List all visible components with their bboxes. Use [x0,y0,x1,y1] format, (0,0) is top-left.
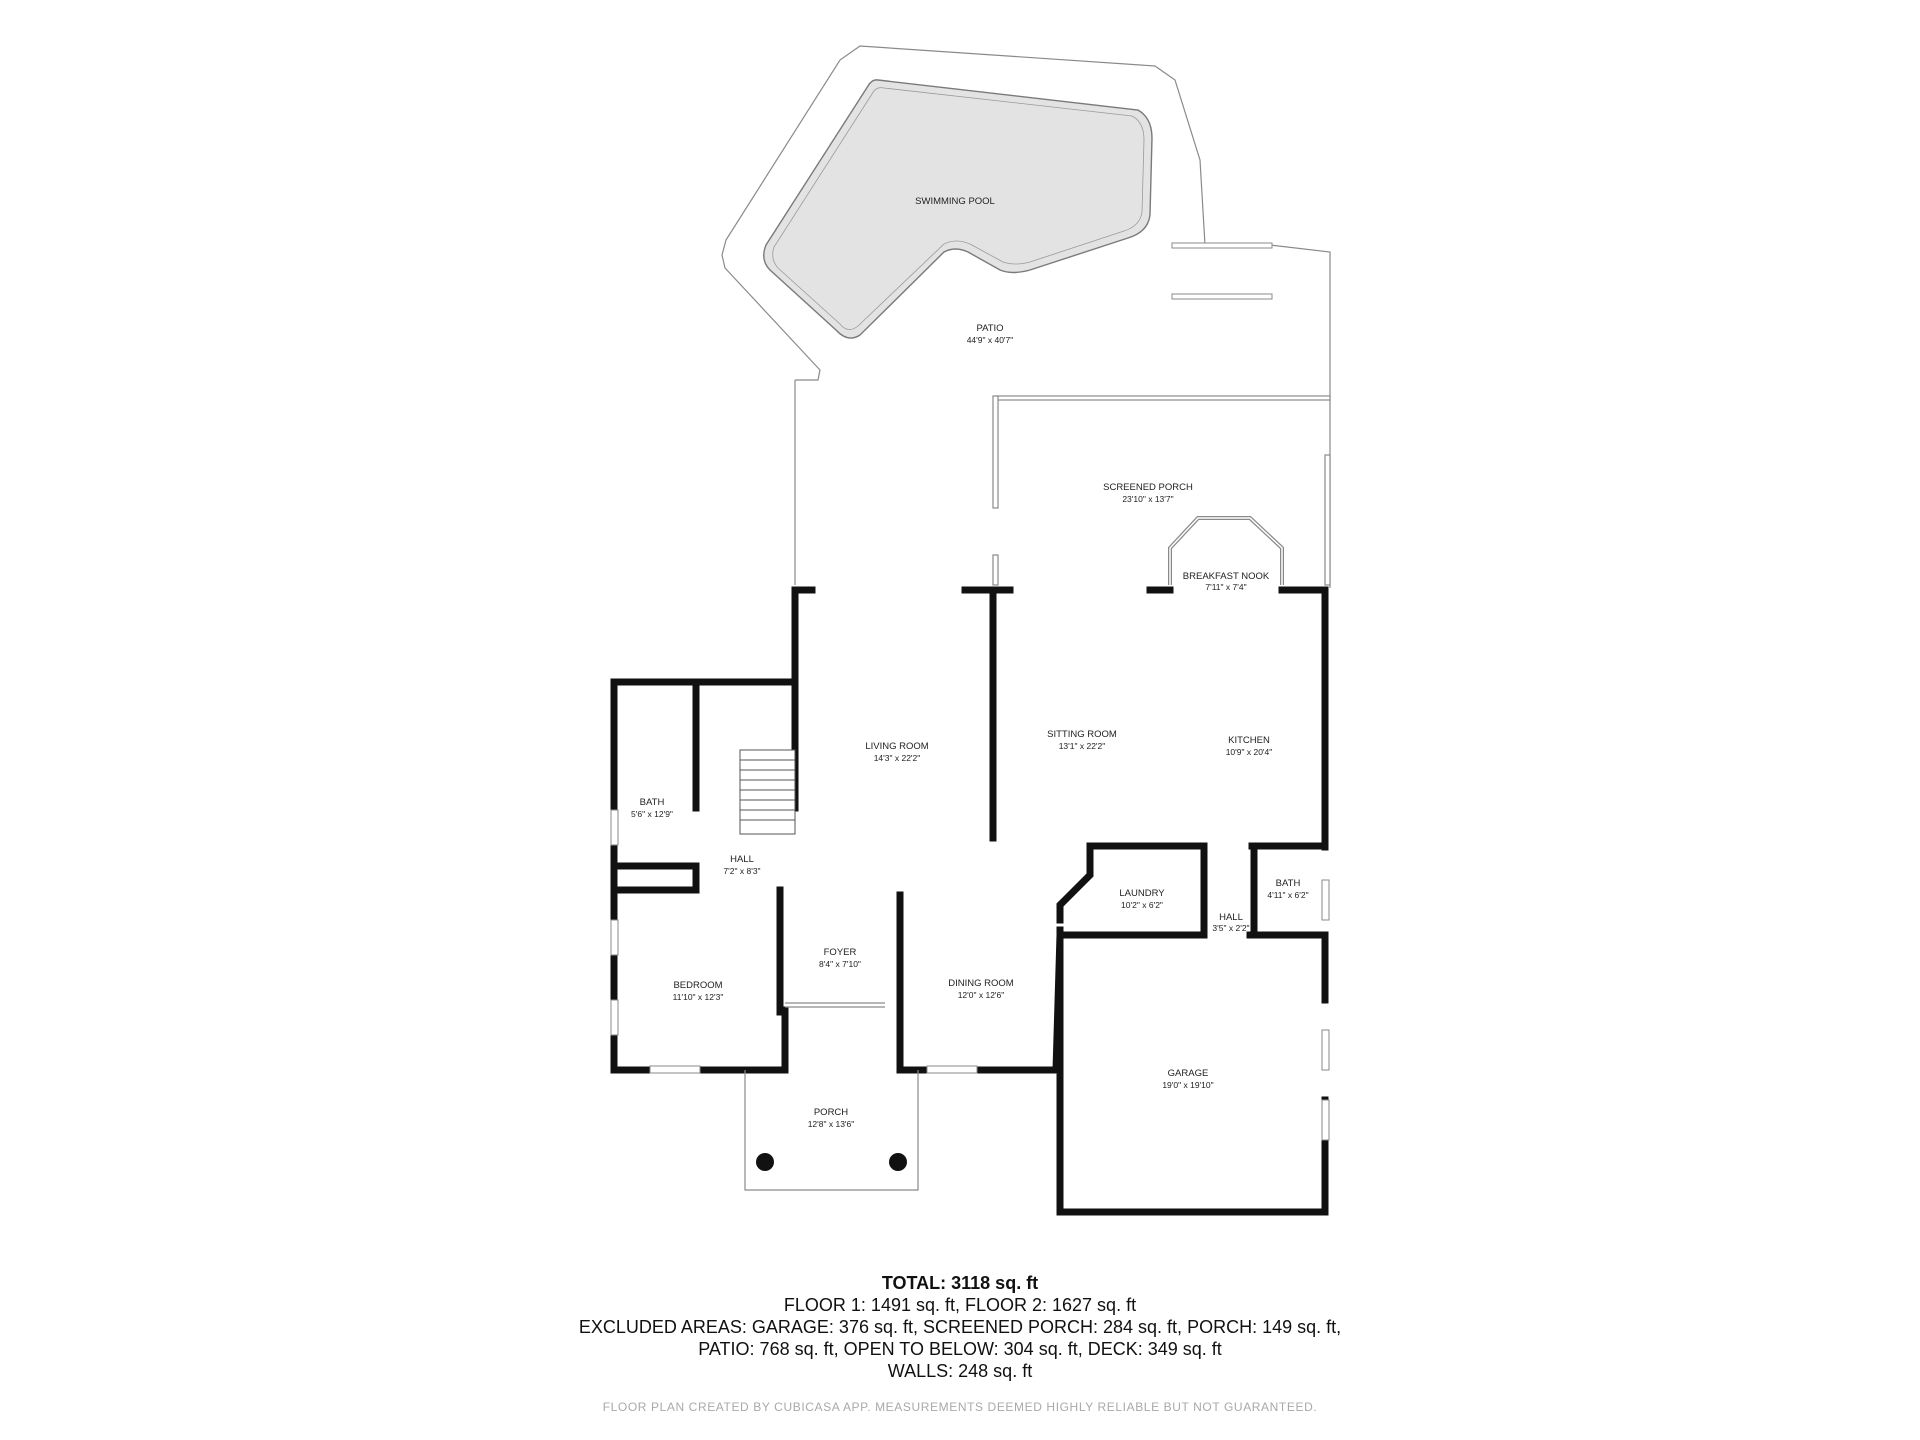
dining-room-dim: 12'0" x 12'6" [958,990,1005,1000]
hall-dim: 7'2" x 8'3" [723,866,760,876]
bath-label: BATH [640,797,665,808]
exterior-walls [610,586,1329,1216]
total-area: TOTAL: 3118 sq. ft [881,1273,1039,1293]
breakfast-nook-dim: 7'11" x 7'4" [1205,582,1246,592]
sitting-room-label: SITTING ROOM [1047,729,1117,740]
porch-column [756,1153,774,1171]
credit-note: FLOOR PLAN CREATED BY CUBICASA APP. MEAS… [602,1400,1318,1414]
walls-area: WALLS: 248 sq. ft [887,1361,1033,1381]
pool-label: SWIMMING POOL [915,196,995,207]
front-porch [744,1002,919,1191]
living-room-dim: 14'3" x 22'2" [874,753,921,763]
bedroom-dim: 11'10" x 12'3" [673,992,724,1002]
floor-areas: FLOOR 1: 1491 sq. ft, FLOOR 2: 1627 sq. … [783,1295,1137,1315]
bedroom-label: BEDROOM [673,980,722,991]
porch-dim: 12'8" x 13'6" [808,1119,855,1129]
screened-porch-outline [992,395,1331,586]
excluded-areas-line-2: PATIO: 768 sq. ft, OPEN TO BELOW: 304 sq… [698,1339,1222,1359]
patio-outline [721,45,1331,588]
garage-dim: 19'0" x 19'10" [1162,1080,1213,1090]
garage-label: GARAGE [1168,1068,1209,1079]
kitchen-label: KITCHEN [1228,735,1270,746]
bath-label: BATH [1276,878,1301,889]
dining-room-label: DINING ROOM [948,978,1014,989]
porch-column [889,1153,907,1171]
bath-dim: 5'6" x 12'9" [631,809,673,819]
hall-label: HALL [730,854,754,865]
deck-railings [1171,242,1273,300]
bath-dim: 4'11" x 6'2" [1267,890,1308,900]
laundry-label: LAUNDRY [1119,888,1165,899]
breakfast-nook-label: BREAKFAST NOOK [1183,571,1270,582]
porch-label: PORCH [814,1107,848,1118]
living-room-label: LIVING ROOM [865,741,928,752]
windows [610,809,1330,1141]
patio-label: PATIO [976,323,1003,334]
foyer-label: FOYER [824,947,857,958]
pool-shape [763,79,1153,339]
stairs [739,749,796,835]
pool-inner-edge [772,87,1145,330]
screened-porch-label: SCREENED PORCH [1103,482,1193,493]
area-summary: TOTAL: 3118 sq. ft FLOOR 1: 1491 sq. ft,… [0,1272,1920,1382]
sitting-room-dim: 13'1" x 22'2" [1059,741,1106,751]
hall-label: HALL [1219,912,1243,923]
screened-porch-dim: 23'10" x 13'7" [1122,494,1173,504]
patio-dim: 44'9" x 40'7" [967,335,1014,345]
excluded-areas-line-1: EXCLUDED AREAS: GARAGE: 376 sq. ft, SCRE… [578,1317,1342,1337]
hall-dim: 3'5" x 2'2" [1212,923,1249,933]
kitchen-dim: 10'9" x 20'4" [1226,747,1273,757]
laundry-dim: 10'2" x 6'2" [1121,900,1163,910]
room-labels: SWIMMING POOL PATIO 44'9" x 40'7" SCREEN… [631,196,1309,1129]
foyer-dim: 8'4" x 7'10" [819,959,861,969]
